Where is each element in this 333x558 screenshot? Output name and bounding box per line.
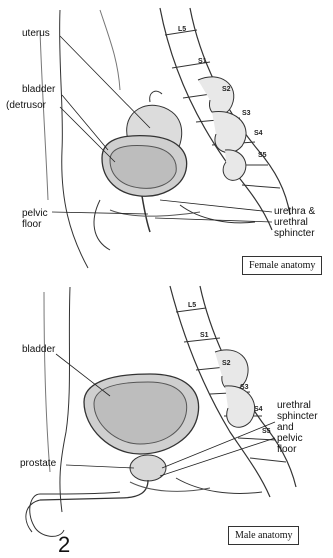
- vertebra-label: S4: [254, 130, 263, 137]
- male-caption: Male anatomy: [228, 526, 299, 545]
- prostate-label: prostate: [20, 458, 56, 469]
- vertebra-label: S4: [254, 406, 263, 413]
- female-caption: Female anatomy: [242, 256, 322, 275]
- vertebra-label: L5: [188, 302, 196, 309]
- uterus-label: uterus: [22, 28, 50, 39]
- female-anatomy-panel: L5 S1 S2 S3 S4 S5 uterus bladder (detrus…: [0, 0, 333, 278]
- vertebra-label: L5: [178, 26, 186, 33]
- vertebra-label: S5: [262, 428, 271, 435]
- urethral-sphincter-label: urethral sphincter and pelvic floor: [277, 400, 318, 455]
- vertebra-label: S5: [258, 152, 267, 159]
- vertebra-label: S2: [222, 86, 231, 93]
- vertebra-label: S3: [240, 384, 249, 391]
- vertebra-label: S1: [198, 58, 207, 65]
- vertebra-label: S2: [222, 360, 231, 367]
- detrusor-label: (detrusor: [6, 100, 46, 111]
- page-number-fragment: 2: [58, 532, 70, 558]
- bladder-label: bladder: [22, 84, 55, 95]
- urethra-sphincter-label: urethra & urethral sphincter: [274, 206, 315, 239]
- bladder-label: bladder: [22, 344, 55, 355]
- vertebra-label: S1: [200, 332, 209, 339]
- male-anatomy-panel: L5 S1 S2 S3 S4 S5 bladder prostate ureth…: [0, 282, 333, 549]
- vertebra-label: S3: [242, 110, 251, 117]
- pelvic-floor-label: pelvic floor: [22, 208, 48, 230]
